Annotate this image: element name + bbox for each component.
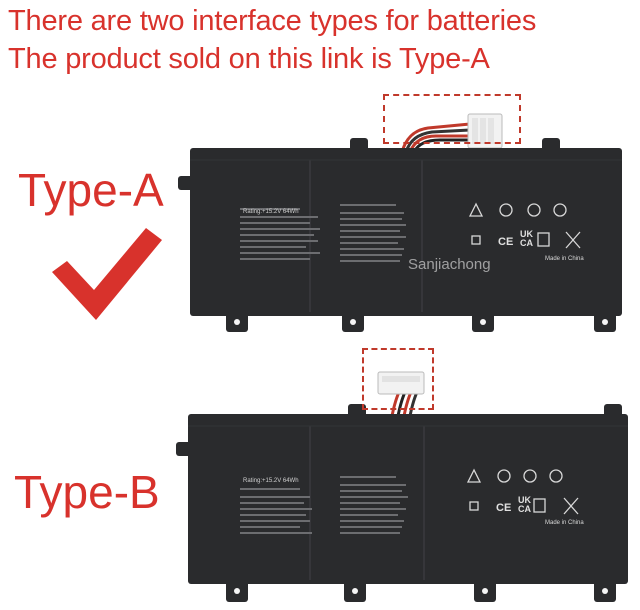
- connector-highlight-type-b: [362, 348, 434, 410]
- connector-highlight-type-a: [383, 94, 521, 144]
- type-b-label: Type-B: [14, 466, 160, 518]
- rating-label-type-a: Rating:+15.2V 64Wh: [243, 209, 299, 215]
- ukca-mark-bottom-type-b: CA: [518, 504, 531, 514]
- watermark: Sanjiachong: [408, 256, 491, 273]
- made-in-label-type-b: Made in China: [545, 520, 584, 526]
- headline-line-1: There are two interface types for batter…: [8, 5, 537, 37]
- ukca-mark-top-type-a: UK: [520, 229, 533, 239]
- checkmark-icon: [52, 228, 162, 320]
- battery-type-a-image: [178, 113, 622, 332]
- made-in-label-type-a: Made in China: [545, 256, 584, 262]
- ce-mark-type-b: CE: [496, 502, 512, 514]
- ukca-mark-bottom-type-a: CA: [520, 238, 533, 248]
- type-a-label: Type-A: [18, 164, 164, 216]
- ce-mark-type-a: CE: [498, 236, 514, 248]
- connector-cable-type-b: [377, 371, 425, 417]
- ukca-mark-top-type-b: UK: [518, 495, 531, 505]
- headline-line-2: The product sold on this link is Type-A: [8, 43, 490, 75]
- rating-label-type-b: Rating:+15.2V 64Wh: [243, 478, 299, 484]
- battery-type-b-image: [176, 371, 628, 602]
